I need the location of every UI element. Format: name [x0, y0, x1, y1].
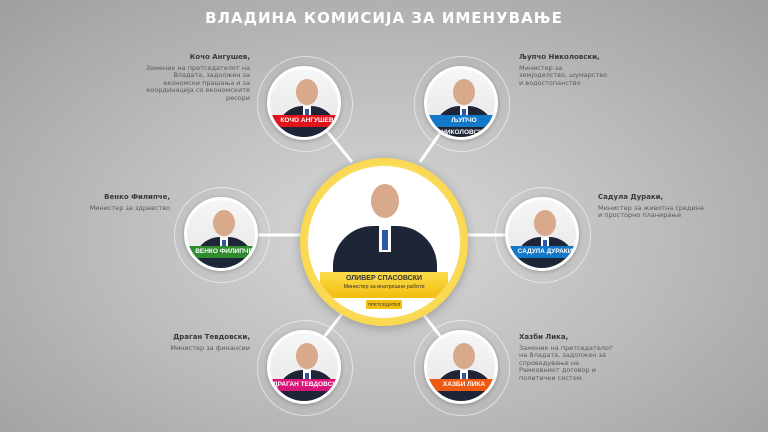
- description-line: Рамковниот договор и: [519, 366, 596, 374]
- description-line: на Владата, задолжен за: [519, 351, 606, 359]
- description-line: и просторно планирање: [598, 211, 682, 219]
- description-line: ресори: [225, 93, 250, 102]
- description-line: Заменик на претседателот: [519, 343, 613, 352]
- member-label: ВЕНКО ФИЛИПЧЕ: [189, 246, 255, 258]
- member-label: ДРАГАН ТЕВДОВСКИ: [272, 379, 338, 391]
- member-description: Садула Дураки, Министер за животна среди…: [598, 193, 738, 220]
- avatar: САДУЛА ДУРАКИ: [505, 197, 579, 271]
- member-durak[interactable]: САДУЛА ДУРАКИ: [495, 187, 591, 283]
- member-name: Садула Дураки,: [598, 193, 664, 201]
- member-description: Љупчо Николовски, Министер за земјоделст…: [519, 53, 649, 87]
- avatar: ДРАГАН ТЕВДОВСКИ: [267, 330, 341, 404]
- description-line: спроведување на: [519, 358, 580, 367]
- member-label: ЉУПЧО НИКОЛОВСКИ: [429, 115, 495, 136]
- description-line: Министер за финансии: [170, 343, 250, 352]
- member-label: ХАЗБИ ЛИКА: [429, 379, 495, 391]
- decorative-ring: [414, 56, 510, 152]
- member-nikoloski[interactable]: ЉУПЧО НИКОЛОВСКИ: [414, 56, 510, 152]
- decorative-ring: [495, 187, 591, 283]
- avatar: ЉУПЧО НИКОЛОВСКИ: [424, 66, 498, 140]
- description-line: политички систем: [519, 373, 582, 382]
- decorative-ring: [414, 320, 510, 416]
- member-label: САДУЛА ДУРАКИ: [510, 246, 576, 258]
- member-angushev[interactable]: КОЧО АНГУШЕВ: [257, 56, 353, 152]
- avatar: ХАЗБИ ЛИКА: [424, 330, 498, 404]
- member-label: КОЧО АНГУШЕВ: [272, 115, 338, 127]
- member-name: Венко Филипче,: [104, 193, 170, 201]
- center-avatar: ОЛИВЕР СПАСОВСКИ Министер за внатрешни р…: [308, 166, 460, 318]
- center-name: ОЛИВЕР СПАСОВСКИ: [346, 275, 422, 282]
- center-label: ОЛИВЕР СПАСОВСКИ Министер за внатрешни р…: [320, 272, 448, 298]
- member-description: Кочо Ангушев, Заменик на претседателот н…: [110, 53, 250, 102]
- decorative-ring: [257, 56, 353, 152]
- description-line: земјоделство, шумарство: [519, 71, 608, 79]
- member-description: Хазби Лика, Заменик на претседателот на …: [519, 333, 659, 382]
- page-title: ВЛАДИНА КОМИСИЈА ЗА ИМЕНУВАЊЕ: [205, 9, 563, 27]
- member-name: Љупчо Николовски,: [519, 53, 600, 61]
- member-name: Кочо Ангушев,: [189, 53, 250, 61]
- member-tevdovski[interactable]: ДРАГАН ТЕВДОВСКИ: [257, 320, 353, 416]
- avatar: КОЧО АНГУШЕВ: [267, 66, 341, 140]
- description-line: и водостопанство: [519, 78, 581, 87]
- member-filipche[interactable]: ВЕНКО ФИЛИПЧЕ: [174, 187, 270, 283]
- description-line: координација со економските: [146, 86, 250, 94]
- center-role: Министер за внатрешни работи: [343, 284, 425, 290]
- description-line: Министер за животна средина: [598, 203, 704, 212]
- member-description: Драган Тевдовски, Министер за финансии: [110, 333, 250, 352]
- description-line: економски прашања и за: [163, 78, 250, 87]
- member-lika[interactable]: ХАЗБИ ЛИКА: [414, 320, 510, 416]
- member-description: Венко Филипче, Министер за здравство: [40, 193, 170, 212]
- description-line: Владата, задолжен за: [173, 71, 250, 79]
- description-line: Заменик на претседателот на: [145, 63, 250, 72]
- decorative-ring: [174, 187, 270, 283]
- center-member[interactable]: ОЛИВЕР СПАСОВСКИ Министер за внатрешни р…: [300, 158, 468, 326]
- description-line: Министер за здравство: [89, 203, 170, 212]
- member-name: Драган Тевдовски,: [173, 333, 250, 341]
- decorative-ring: [257, 320, 353, 416]
- avatar: ВЕНКО ФИЛИПЧЕ: [184, 197, 258, 271]
- member-name: Хазби Лика,: [519, 333, 569, 341]
- chairman-tag: ПРЕТСЕДАТЕЛ: [366, 300, 402, 309]
- description-line: Министер за: [519, 63, 563, 72]
